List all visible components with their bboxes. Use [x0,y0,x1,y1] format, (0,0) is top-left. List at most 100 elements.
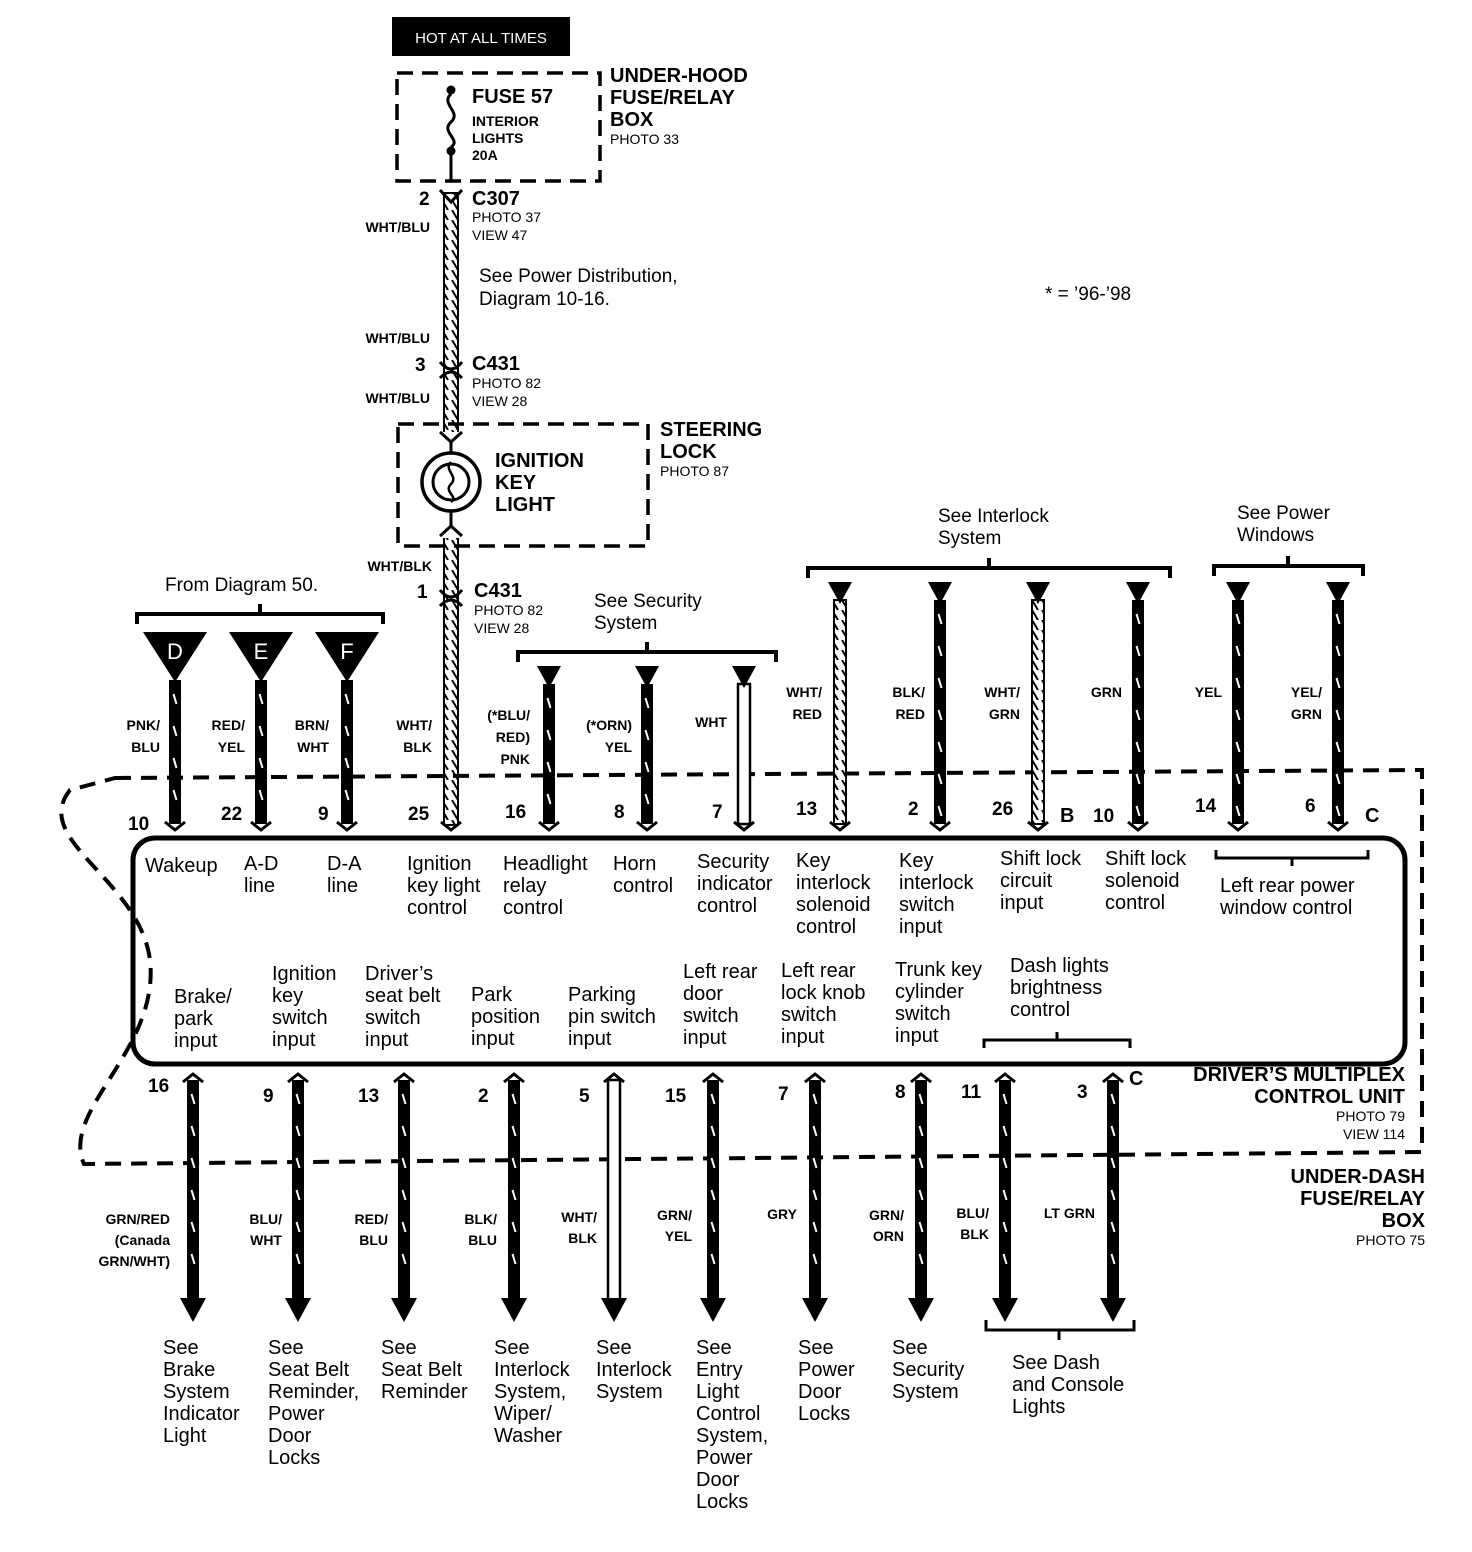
destination-label: Interlock [494,1359,571,1381]
wire-arrow-icon [1026,582,1050,604]
wire-arrow-icon [1326,582,1350,604]
function-label: Key [796,850,830,872]
wire-arrow-icon [802,1298,828,1322]
svg-text:Lights: Lights [1012,1396,1065,1418]
function-label: input [568,1028,612,1050]
wire-arrow-icon [601,1298,627,1322]
function-label: Driver’s [365,963,433,985]
function-label: input [174,1030,218,1052]
function-label: switch [365,1007,421,1029]
svg-text:CONTROL UNIT: CONTROL UNIT [1254,1086,1405,1108]
function-label: input [272,1029,316,1051]
pin-number: 11 [961,1082,982,1103]
function-label: relay [503,875,546,897]
power-distribution-note: See Power Distribution, Diagram 10-16. [479,266,678,310]
function-label: control [503,897,563,919]
function-label: door [683,983,723,1005]
wire-color-label: RED) [496,729,530,745]
svg-text:F: F [340,639,353,664]
function-label: Brake/ [174,986,232,1008]
connector-letter-c-bottom: C [1129,1068,1143,1090]
svg-text:BOX: BOX [610,109,654,131]
function-label: cylinder [895,981,964,1003]
destination-label: Power [696,1447,753,1469]
svg-text:See Power: See Power [1237,503,1331,524]
wire-color-label: BLU [131,739,160,755]
svg-text:VIEW 28: VIEW 28 [474,620,529,636]
pin-number: 2 [478,1086,489,1107]
pin-number: 25 [408,804,430,825]
svg-text:FUSE/RELAY: FUSE/RELAY [610,87,736,109]
function-label: D-A [327,853,362,875]
svg-text:2: 2 [419,189,430,210]
bracket-power-windows [1212,556,1365,576]
pin-number: 26 [992,799,1013,820]
destination-label: See [596,1337,632,1359]
wire-color-label: GRY [767,1206,797,1222]
wire-color-label: GRN [989,706,1020,722]
flag-e: E [229,632,293,682]
function-label: Ignition [407,853,472,875]
wire-color-label: PNK [500,751,530,767]
svg-text:VIEW 47: VIEW 47 [472,227,527,243]
svg-text:UNDER-HOOD: UNDER-HOOD [610,65,748,87]
pin-number: 6 [1305,796,1316,817]
function-label: Wakeup [145,855,218,877]
wire-color-label: PNK/ [127,717,161,733]
under-dash-fuse-box-outline [59,767,1424,1167]
pin-number: 8 [895,1082,906,1103]
steering-lock-outline [396,422,650,548]
flag-d: D [143,632,207,682]
wire-color-label: BLK [960,1226,989,1242]
pin-number: 9 [263,1086,274,1107]
destination-label: System, [494,1381,566,1403]
svg-text:PHOTO 79: PHOTO 79 [1336,1108,1405,1124]
destination-label: See [696,1337,732,1359]
svg-text:UNDER-DASH: UNDER-DASH [1291,1166,1425,1188]
steering-lock-label: STEERING LOCK PHOTO 87 [660,419,762,479]
function-label: Park [471,984,513,1006]
wire-arrow-icon [501,1298,527,1322]
wire-arrow-icon [1226,582,1250,604]
destination-label: Washer [494,1425,563,1447]
dash-lights-function: Dash lights brightness control [1010,955,1109,1021]
under-hood-fuse-box-label: UNDER-HOOD FUSE/RELAY BOX PHOTO 33 [610,65,748,147]
wire-arrow-icon [732,666,756,688]
wire-arrow-icon [1100,1298,1126,1322]
destination-label: Brake [163,1359,215,1381]
svg-text:brightness: brightness [1010,977,1102,999]
trunk-wire-color-2: WHT/BLU [365,330,430,346]
destination-label: System [892,1381,959,1403]
destination-label: Reminder [381,1381,468,1403]
pin-number: 3 [1077,1082,1088,1103]
svg-text:E: E [254,639,269,664]
fuse-57-symbol [446,85,456,181]
svg-text:PHOTO 75: PHOTO 75 [1356,1232,1425,1248]
function-label: Shift lock [1000,848,1082,870]
pin-number: 15 [665,1086,687,1107]
svg-text:KEY: KEY [495,472,537,494]
function-label: input [683,1027,727,1049]
connector-c431-lower-label: 1 C431 PHOTO 82 VIEW 28 [417,580,543,636]
destination-label: Door [268,1425,312,1447]
interlock-ref-label: See Interlock System [938,506,1049,549]
svg-text:See Power Distribution,: See Power Distribution, [479,266,678,287]
wire-color-label: WHT [250,1232,282,1248]
svg-text:1: 1 [417,582,428,603]
pin-number: 16 [505,802,526,823]
ignition-key-light-symbol [420,430,482,538]
wire-arrow-icon [908,1298,934,1322]
wire-color-label: BLK/ [892,684,925,700]
connector-c431-lower-symbol [438,589,464,608]
svg-text:and Console: and Console [1012,1374,1124,1396]
destination-label: Reminder, [268,1381,359,1403]
wire-arrow-icon [180,1298,206,1322]
control-unit-label: DRIVER’S MULTIPLEX CONTROL UNIT PHOTO 79… [1193,1064,1406,1142]
